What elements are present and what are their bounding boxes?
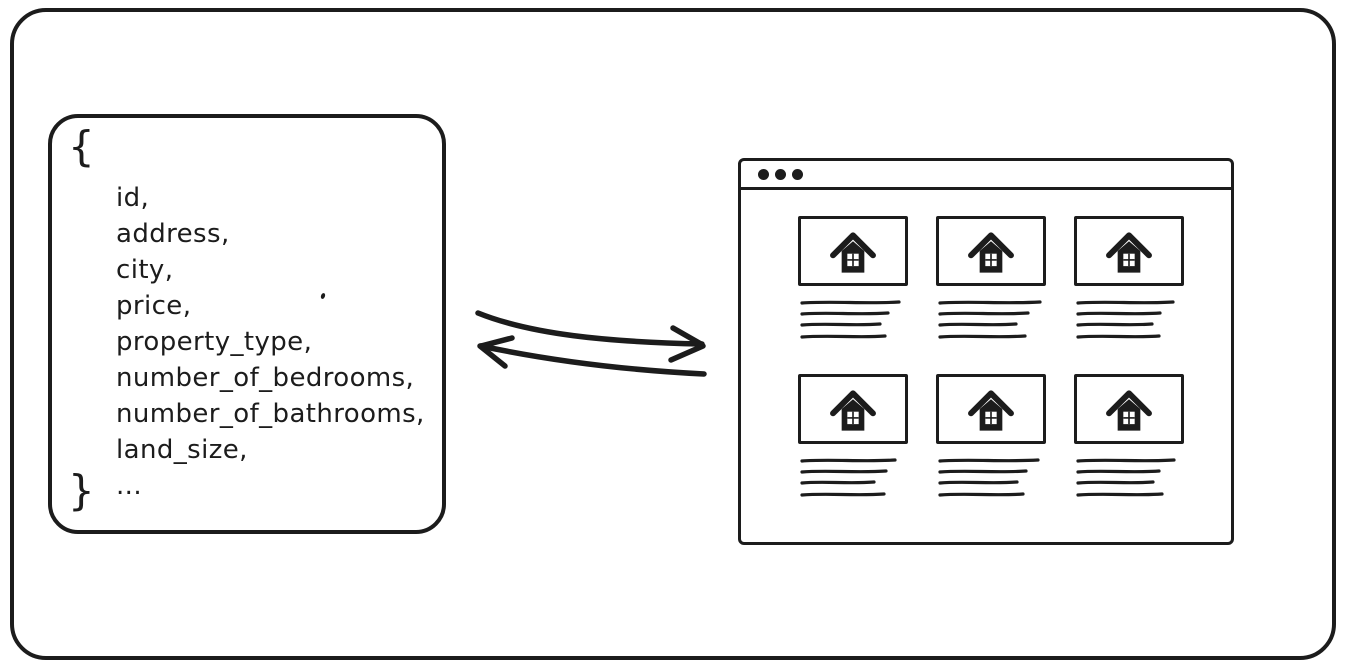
exchange-arrows <box>475 310 707 377</box>
listing-card <box>1074 216 1184 343</box>
schema-field-list: id, address, city, price, property_type,… <box>116 180 425 504</box>
house-icon <box>1106 390 1152 431</box>
text-placeholder-lines <box>938 458 1040 497</box>
schema-field-price: price, <box>116 291 192 321</box>
window-dot-icon <box>758 168 769 180</box>
listing-card <box>798 374 908 501</box>
schema-field-land-size: land_size, <box>116 435 248 465</box>
browser-window <box>738 158 1234 545</box>
house-icon <box>830 390 876 431</box>
window-dot-icon <box>775 168 786 180</box>
house-icon <box>1106 232 1152 273</box>
window-dot-icon <box>792 168 803 180</box>
text-placeholder-lines <box>1076 458 1176 497</box>
text-placeholder-lines <box>938 300 1042 339</box>
schema-field-id: id, <box>116 183 150 213</box>
card-image-frame <box>798 374 908 444</box>
text-placeholder-lines <box>800 458 897 497</box>
house-icon <box>968 390 1014 431</box>
schema-field-ellipsis: ... <box>116 471 142 501</box>
schema-field-number-of-bedrooms: number_of_bedrooms, <box>116 363 415 393</box>
listing-grid <box>741 190 1231 541</box>
browser-titlebar <box>741 161 1231 190</box>
card-image-frame <box>798 216 908 286</box>
schema-field-address: address, <box>116 219 230 249</box>
text-placeholder-lines <box>800 300 901 339</box>
arrow-left-icon <box>477 335 707 377</box>
schema-field-city: city, <box>116 255 174 285</box>
card-row-1 <box>798 216 1184 343</box>
listing-card <box>936 374 1046 501</box>
text-placeholder-lines <box>1076 300 1175 339</box>
house-icon <box>968 232 1014 273</box>
card-image-frame <box>1074 216 1184 286</box>
listing-card <box>1074 374 1184 501</box>
card-image-frame <box>936 374 1046 444</box>
card-image-frame <box>936 216 1046 286</box>
close-brace: } <box>68 466 95 515</box>
house-icon <box>830 232 876 273</box>
json-schema-panel: { id, address, city, price, property_typ… <box>48 114 446 534</box>
card-row-2 <box>798 374 1184 501</box>
arrow-right-icon <box>475 310 706 363</box>
listing-card <box>798 216 908 343</box>
schema-field-number-of-bathrooms: number_of_bathrooms, <box>116 399 425 429</box>
open-brace: { <box>68 122 95 171</box>
schema-field-property-type: property_type, <box>116 327 313 357</box>
card-image-frame <box>1074 374 1184 444</box>
listing-card <box>936 216 1046 343</box>
